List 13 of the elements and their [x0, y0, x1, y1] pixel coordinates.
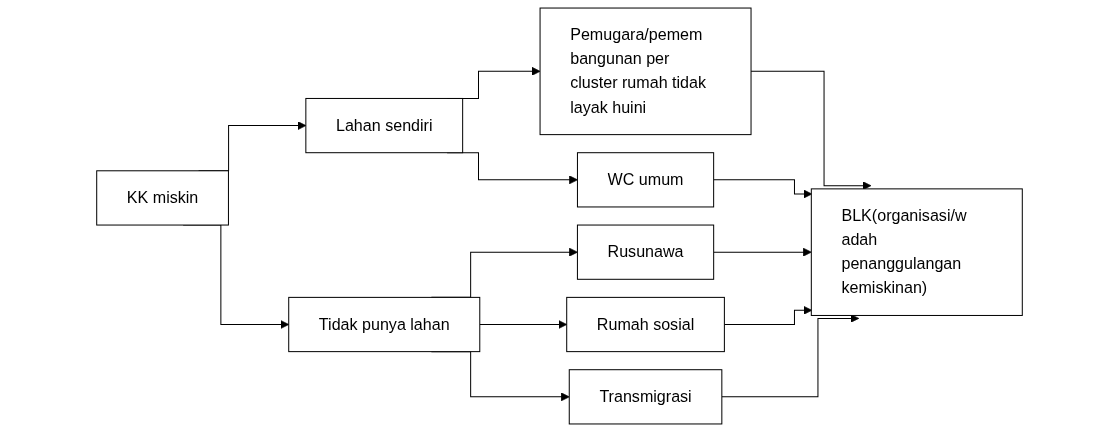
node-box: Transmigrasi	[568, 369, 723, 425]
node-box: BLK(organisasi/w adah penanggulangan kemiskinan)	[810, 188, 1023, 316]
arrow	[723, 305, 813, 325]
arrow	[479, 320, 568, 329]
node-box: KK miskin	[96, 170, 229, 226]
node-box: Tidak punya lahan	[288, 296, 481, 353]
node-box: WC umum	[576, 152, 715, 208]
node-box: Lahan sendiri	[305, 97, 464, 154]
arrow	[713, 179, 813, 199]
node-box: Pemugara/pemem bangunan per cluster rumah tidak layak huini	[539, 7, 752, 136]
node-box: Rusunawa	[576, 224, 715, 280]
node-box: Rumah sosial	[566, 296, 725, 353]
arrow	[713, 247, 812, 257]
